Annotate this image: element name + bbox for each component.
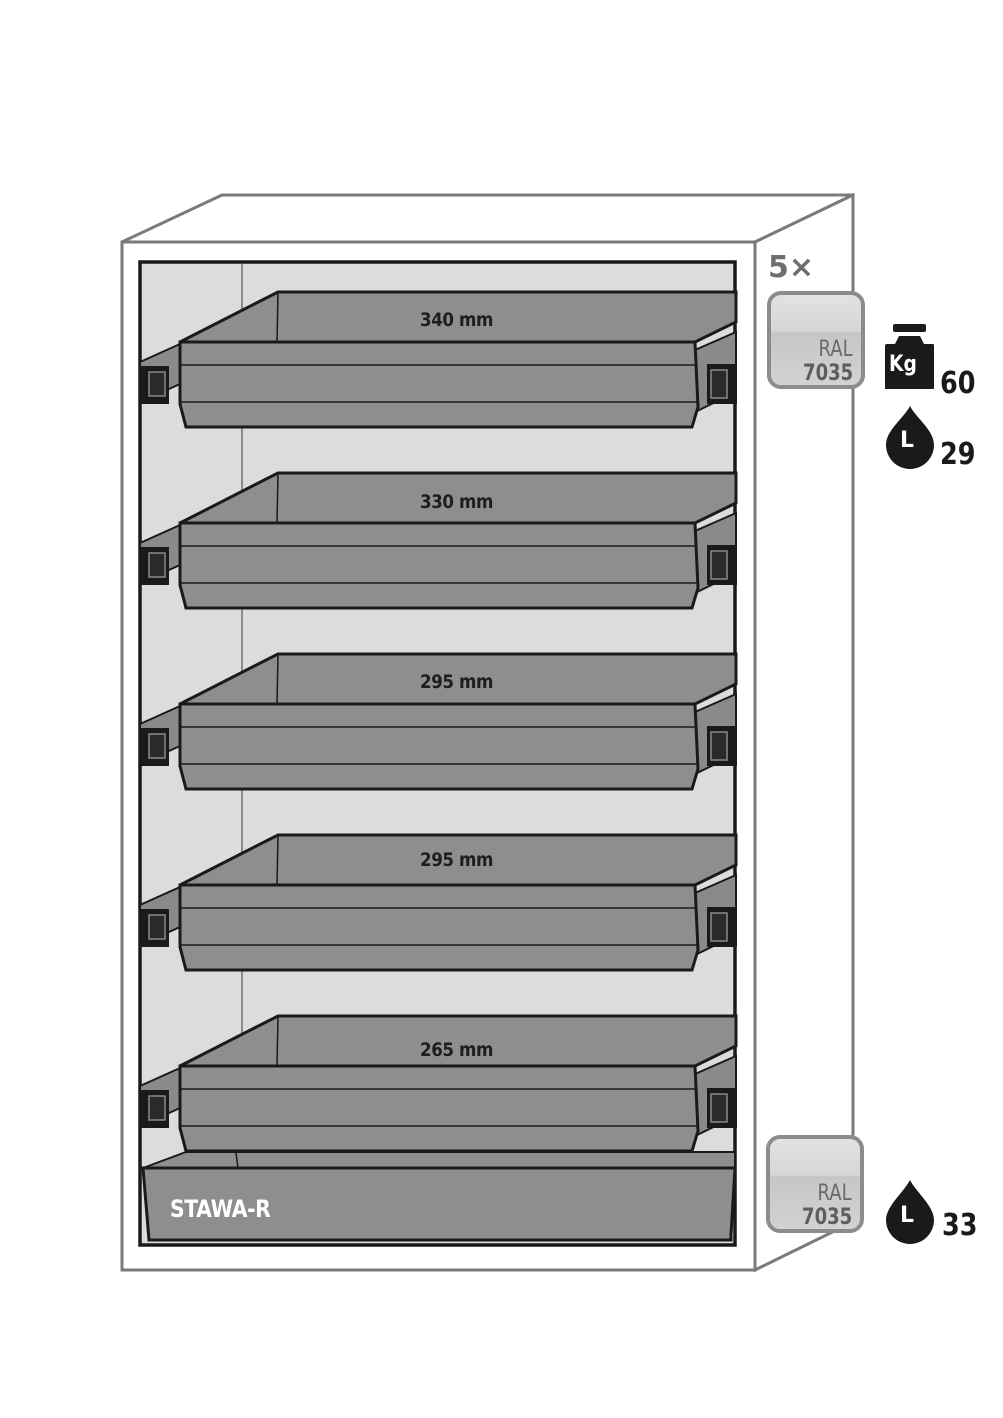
- weight-icon-text: Kg: [889, 352, 917, 377]
- drawer-count: 5×: [768, 250, 815, 285]
- drawer-4-height-label: 295 mm: [420, 849, 493, 871]
- weight-kg-icon: [885, 324, 934, 389]
- drawer-1-height-label: 340 mm: [420, 309, 493, 331]
- drop-icon-text: L: [900, 1203, 915, 1228]
- drawer-ral-color-badge: RAL 7035: [767, 291, 865, 389]
- ral-code: 7035: [801, 1205, 852, 1230]
- drawer-volume-value: 29: [940, 437, 976, 472]
- cabinet-top-face: [121, 193, 854, 244]
- bottom-tray-label: STAWA-R: [170, 1195, 271, 1223]
- drawer-5-height-label: 265 mm: [420, 1039, 493, 1061]
- ral-label: RAL: [817, 1181, 852, 1206]
- tray-volume-value: 33: [942, 1208, 978, 1243]
- drop-icon-text: L: [900, 428, 915, 453]
- tray-ral-color-badge: RAL 7035: [766, 1135, 864, 1233]
- drawer-2-height-label: 330 mm: [420, 491, 493, 513]
- bottom-tray: [141, 1151, 737, 1242]
- ral-code: 7035: [802, 361, 853, 386]
- drawer-max-load-value: 60: [940, 366, 976, 401]
- drawer-3-height-label: 295 mm: [420, 671, 493, 693]
- liter-drop-icon: [886, 1180, 934, 1244]
- liter-drop-icon: [886, 406, 934, 469]
- ral-label: RAL: [818, 337, 853, 362]
